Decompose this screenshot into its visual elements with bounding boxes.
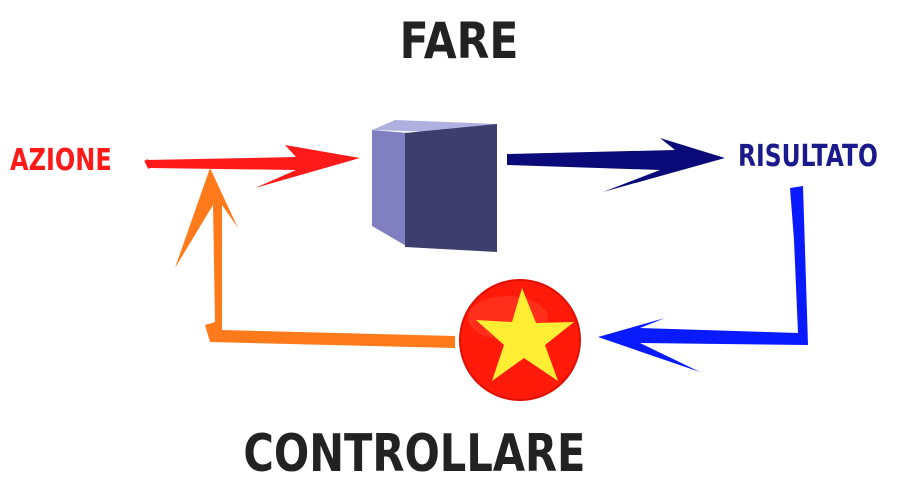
star-icon [476,288,574,381]
arrow-risultato-to-control [598,186,808,372]
blue-arrow-icon [598,186,808,372]
cube-icon [372,120,497,252]
arrow-azione-to-cube [144,145,360,188]
navy-arrow-icon [507,138,725,192]
red-arrow-icon [146,145,360,188]
title-controllare: CONTROLLARE [243,424,586,484]
title-fare: FARE [399,12,519,70]
label-azione: AZIONE [10,143,112,178]
label-risultato: RISULTATO [738,139,878,174]
arrow-cube-to-risultato [507,138,725,192]
star-circle-icon [459,279,581,401]
